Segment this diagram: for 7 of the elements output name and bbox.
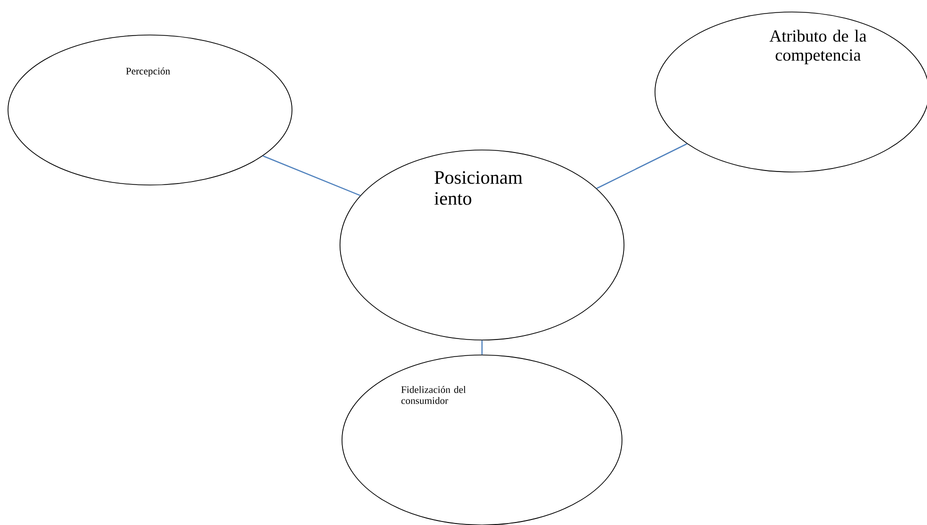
node-text: Atributo de la competencia: [770, 30, 866, 64]
node-text: Percepción: [126, 67, 170, 77]
connector-line: [481, 340, 483, 355]
node-text: Fidelización del consumidor: [401, 386, 466, 404]
connector-line: [596, 143, 688, 189]
connector-line: [262, 155, 360, 196]
node-text: Posicionam iento: [434, 171, 522, 205]
